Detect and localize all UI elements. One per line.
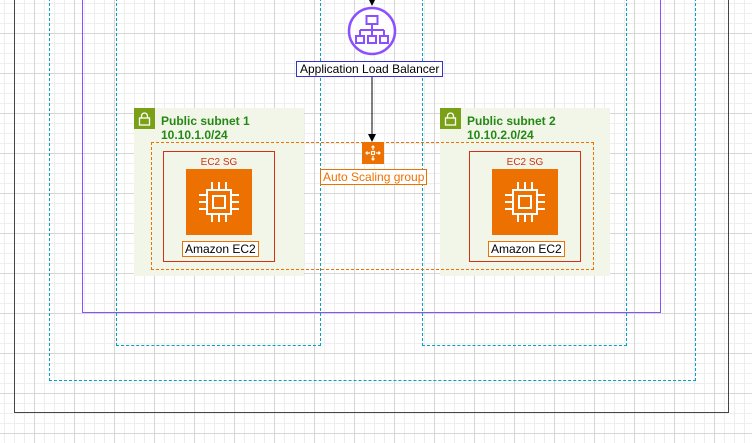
lock-icon [440,108,461,129]
auto-scaling-group-label: Auto Scaling group [320,169,428,185]
ec2-instance-label: Amazon EC2 [182,241,259,257]
security-group-1: EC2 SG [163,151,275,262]
load-balancer-label: Application Load Balancer [296,61,444,77]
outer-region [14,0,729,413]
lock-icon [134,108,155,129]
subnet-name: Public subnet 1 [161,114,250,128]
ec2-instance-icon[interactable] [492,169,558,235]
vpc-region [49,0,696,381]
security-group-label: EC2 SG [506,157,544,168]
subnet-title: Public subnet 2 10.10.2.0/24 [467,114,556,142]
security-group-label: EC2 SG [200,157,238,168]
subnet-name: Public subnet 2 [467,114,556,128]
inner-region [82,0,661,313]
security-group-2: EC2 SG [469,151,581,262]
load-balancer-icon[interactable] [347,6,397,56]
subnet-title: Public subnet 1 10.10.1.0/24 [161,114,250,142]
subnet-cidr: 10.10.2.0/24 [467,128,534,142]
auto-scaling-icon[interactable] [362,142,384,164]
ec2-instance-label: Amazon EC2 [488,241,565,257]
ec2-instance-icon[interactable] [186,169,252,235]
subnet-cidr: 10.10.1.0/24 [161,128,228,142]
